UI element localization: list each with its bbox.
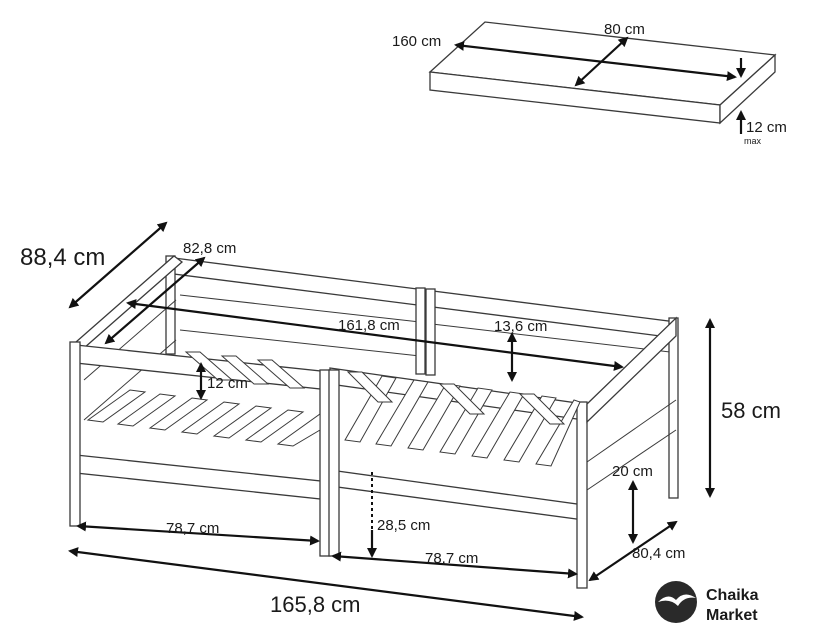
bed-inner-width-arrow xyxy=(104,256,206,345)
front-width-label: 80,4 cm xyxy=(632,545,685,562)
right-section-label: 78,7 cm xyxy=(425,550,478,567)
logo-text-line1: Chaika xyxy=(706,587,759,604)
mattress-height-label: 12 cm xyxy=(746,119,787,136)
seagull-logo-icon xyxy=(655,581,697,623)
bed-depth-label: 88,4 cm xyxy=(20,244,105,271)
mattress-width-arrow xyxy=(574,36,629,87)
side-height-label: 20 cm xyxy=(612,463,653,480)
rail-height-label: 13,6 cm xyxy=(494,318,547,335)
bed-inner-length-arrow xyxy=(126,299,624,371)
left-section-arrow xyxy=(76,521,320,546)
left-section-label: 78,7 cm xyxy=(166,520,219,537)
mattress-height-note: max xyxy=(744,136,762,146)
logo-text-line2: Market xyxy=(706,607,758,624)
guard-height-label: 12 cm xyxy=(207,375,248,392)
bed-inner-length-label: 161,8 cm xyxy=(338,317,400,334)
total-length-label: 165,8 cm xyxy=(270,592,361,617)
mattress-width-label: 80 cm xyxy=(604,21,645,38)
bed-inner-width-label: 82,8 cm xyxy=(183,240,236,257)
front-width-arrow xyxy=(588,520,678,582)
total-height-label: 58 cm xyxy=(721,398,781,423)
mattress-length-label: 160 cm xyxy=(392,33,441,50)
total-length-arrow xyxy=(68,547,584,621)
mattress-drawing xyxy=(428,21,777,125)
floor-clearance-label: 28,5 cm xyxy=(377,517,430,534)
